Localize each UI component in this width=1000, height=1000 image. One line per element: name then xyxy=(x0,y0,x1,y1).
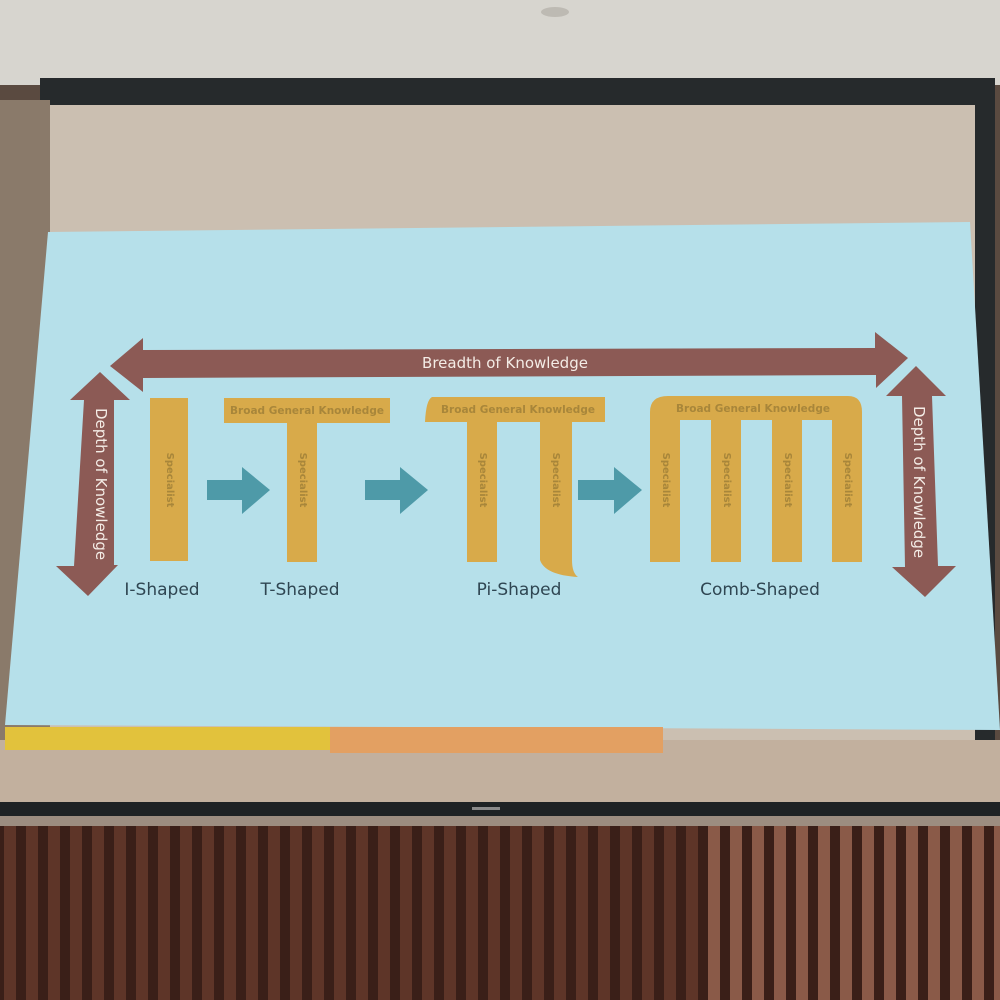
shape-label-i: I-Shaped xyxy=(124,580,199,600)
specialist-bar xyxy=(150,398,188,561)
wood-slat xyxy=(488,826,500,1000)
specialist-label: Specialist xyxy=(721,453,732,508)
specialist-bar xyxy=(772,418,802,562)
wood-slat xyxy=(884,826,896,1000)
wood-slat xyxy=(92,826,104,1000)
wood-slat xyxy=(708,826,720,1000)
wood-slat xyxy=(906,826,918,1000)
specialist-bar xyxy=(467,422,497,562)
wood-slat xyxy=(378,826,390,1000)
specialist-label: Specialist xyxy=(297,453,308,508)
specialist-label: Specialist xyxy=(164,453,175,508)
wood-slat xyxy=(312,826,324,1000)
wood-slat xyxy=(620,826,632,1000)
depth-label-right: Depth of Knowledge xyxy=(910,406,928,558)
t-shape: Broad General Knowledge Specialist xyxy=(224,398,390,562)
specialist-label: Specialist xyxy=(782,453,793,508)
shape-label-pi: Pi-Shaped xyxy=(477,580,562,600)
shape-label-comb: Comb-Shaped xyxy=(700,580,820,600)
depth-label-left: Depth of Knowledge xyxy=(92,408,110,560)
broad-knowledge-bar xyxy=(650,396,862,420)
wood-slat xyxy=(950,826,962,1000)
progression-arrow-icon xyxy=(207,467,270,514)
broad-knowledge-label: Broad General Knowledge xyxy=(441,404,595,416)
wood-slat xyxy=(928,826,940,1000)
wood-slat xyxy=(444,826,456,1000)
specialist-label: Specialist xyxy=(660,453,671,508)
depth-arrow-right xyxy=(886,366,956,597)
specialist-bar xyxy=(287,423,317,562)
wood-slat xyxy=(818,826,830,1000)
wood-slat xyxy=(48,826,60,1000)
ceiling xyxy=(0,0,1000,85)
wood-slat xyxy=(510,826,522,1000)
ceiling-fixture xyxy=(541,7,569,17)
wood-slat xyxy=(114,826,126,1000)
wood-slat xyxy=(4,826,16,1000)
wood-slat xyxy=(862,826,874,1000)
screen-brand-logo xyxy=(472,807,500,810)
i-shape: Specialist xyxy=(150,398,188,561)
broad-knowledge-bar xyxy=(224,398,390,423)
wood-slat xyxy=(422,826,434,1000)
breadth-arrow xyxy=(110,332,908,392)
broad-knowledge-bar xyxy=(425,397,605,422)
wood-slat xyxy=(796,826,808,1000)
wood-slat xyxy=(290,826,302,1000)
wood-slat xyxy=(356,826,368,1000)
specialist-bar xyxy=(540,422,578,577)
specialist-bar xyxy=(650,418,680,562)
specialist-bar xyxy=(711,418,741,562)
wood-slat xyxy=(642,826,654,1000)
wood-slat xyxy=(180,826,192,1000)
wood-slat xyxy=(246,826,258,1000)
comb-shape: Broad General Knowledge Specialist Speci… xyxy=(650,396,862,562)
screen-housing xyxy=(0,816,1000,826)
broad-knowledge-label: Broad General Knowledge xyxy=(230,405,384,417)
specialist-label: Specialist xyxy=(550,453,561,508)
specialist-label: Specialist xyxy=(842,453,853,508)
wood-slat xyxy=(136,826,148,1000)
wood-slat xyxy=(334,826,346,1000)
specialist-label: Specialist xyxy=(477,453,488,508)
wood-slat xyxy=(26,826,38,1000)
wood-slat xyxy=(840,826,852,1000)
wood-slat xyxy=(400,826,412,1000)
wood-slat xyxy=(752,826,764,1000)
wood-slat xyxy=(576,826,588,1000)
wood-slat xyxy=(972,826,984,1000)
depth-arrow-left xyxy=(56,372,130,596)
progression-arrow-icon xyxy=(365,467,428,514)
wood-slat xyxy=(598,826,610,1000)
broad-knowledge-label: Broad General Knowledge xyxy=(676,403,830,415)
wood-slat xyxy=(224,826,236,1000)
wood-slat xyxy=(158,826,170,1000)
wood-slat xyxy=(202,826,214,1000)
wood-slat xyxy=(994,826,1000,1000)
pi-shape: Broad General Knowledge Specialist Speci… xyxy=(425,397,605,577)
shape-label-t: T-Shaped xyxy=(260,580,340,600)
wood-slat xyxy=(554,826,566,1000)
wood-slat xyxy=(532,826,544,1000)
footer-bar-orange xyxy=(330,727,663,753)
wood-slat xyxy=(686,826,698,1000)
wood-slat xyxy=(70,826,82,1000)
wood-slat xyxy=(730,826,742,1000)
progression-arrow-icon xyxy=(578,467,642,514)
footer-bar-yellow xyxy=(5,727,330,750)
specialist-bar xyxy=(832,418,862,562)
wood-slat xyxy=(268,826,280,1000)
breadth-label: Breadth of Knowledge xyxy=(422,354,588,372)
wood-slat xyxy=(466,826,478,1000)
wooden-wall-slats xyxy=(0,826,1000,1000)
wood-slat xyxy=(774,826,786,1000)
wood-slat xyxy=(664,826,676,1000)
